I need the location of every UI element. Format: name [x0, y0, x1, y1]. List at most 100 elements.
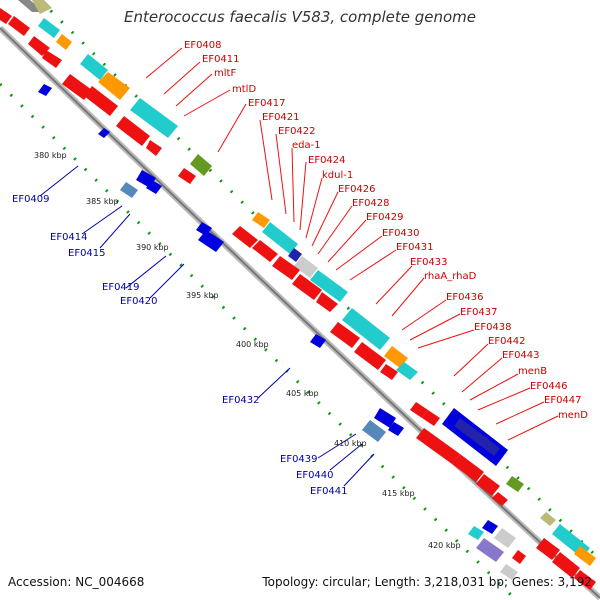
- gene-feature[interactable]: [80, 54, 108, 80]
- gene-feature[interactable]: [454, 418, 500, 456]
- gene-label[interactable]: EF0414: [50, 232, 88, 243]
- gene-label[interactable]: EF0420: [120, 296, 158, 307]
- gene-feature[interactable]: [232, 226, 258, 248]
- gene-label[interactable]: menD: [558, 410, 588, 421]
- gene-feature[interactable]: [38, 18, 60, 38]
- gene-feature[interactable]: [38, 84, 52, 96]
- gene-feature[interactable]: [342, 308, 390, 350]
- gene-feature[interactable]: [316, 292, 338, 312]
- gene-label[interactable]: menB: [518, 366, 547, 377]
- gene-label[interactable]: EF0419: [102, 282, 140, 293]
- gene-feature[interactable]: [574, 546, 596, 566]
- gene-feature[interactable]: [452, 454, 484, 482]
- gene-feature[interactable]: [416, 428, 460, 464]
- gene-feature[interactable]: [178, 168, 196, 184]
- gene-feature[interactable]: [574, 570, 596, 590]
- gene-feature[interactable]: [292, 274, 322, 300]
- gene-label[interactable]: EF0439: [280, 454, 318, 465]
- gene-label[interactable]: EF0428: [352, 198, 390, 209]
- gene-feature[interactable]: [492, 492, 508, 506]
- gene-label[interactable]: EF0431: [396, 242, 434, 253]
- gene-label[interactable]: EF0446: [530, 381, 568, 392]
- gene-feature[interactable]: [190, 154, 212, 176]
- gene-feature[interactable]: [288, 248, 302, 262]
- gene-label[interactable]: rhaA_rhaD: [424, 271, 477, 282]
- gene-feature[interactable]: [380, 364, 398, 380]
- gene-feature[interactable]: [310, 270, 348, 302]
- gene-feature[interactable]: [98, 128, 110, 138]
- gene-feature[interactable]: [84, 86, 118, 116]
- gene-feature[interactable]: [120, 182, 138, 198]
- gene-feature[interactable]: [410, 402, 428, 418]
- gene-feature[interactable]: [252, 212, 270, 228]
- gene-feature[interactable]: [330, 322, 360, 348]
- gene-label[interactable]: EF0436: [446, 292, 484, 303]
- gene-label[interactable]: EF0411: [202, 54, 240, 65]
- gene-feature[interactable]: [512, 550, 526, 564]
- gene-label[interactable]: EF0408: [184, 40, 222, 51]
- gene-feature[interactable]: [388, 422, 404, 436]
- gene-feature[interactable]: [500, 564, 518, 580]
- gene-feature[interactable]: [272, 256, 300, 280]
- gene-feature[interactable]: [62, 74, 92, 100]
- gene-feature[interactable]: [374, 408, 396, 428]
- gene-feature[interactable]: [8, 16, 30, 36]
- gene-label[interactable]: EF0447: [544, 395, 582, 406]
- gene-label[interactable]: EF0440: [296, 470, 334, 481]
- gene-feature[interactable]: [42, 50, 62, 68]
- gene-label[interactable]: EF0430: [382, 228, 420, 239]
- gene-label[interactable]: kdul-1: [322, 170, 353, 181]
- gene-label[interactable]: EF0422: [278, 126, 316, 137]
- gene-feature[interactable]: [252, 240, 278, 262]
- gene-label[interactable]: EF0429: [366, 212, 404, 223]
- gene-label[interactable]: EF0417: [248, 98, 286, 109]
- gene-label[interactable]: EF0426: [338, 184, 376, 195]
- gene-feature[interactable]: [362, 420, 386, 442]
- gene-feature[interactable]: [28, 36, 50, 56]
- gene-feature[interactable]: [310, 334, 326, 348]
- gene-label[interactable]: EF0441: [310, 486, 348, 497]
- gene-feature[interactable]: [56, 34, 72, 50]
- gene-label[interactable]: EF0433: [410, 257, 448, 268]
- gene-label[interactable]: mtlD: [232, 84, 256, 95]
- gene-feature[interactable]: [422, 410, 440, 426]
- gene-feature[interactable]: [146, 140, 162, 156]
- gene-feature[interactable]: [482, 520, 498, 534]
- gene-feature[interactable]: [146, 180, 162, 194]
- gene-feature[interactable]: [384, 346, 408, 368]
- gene-feature[interactable]: [536, 538, 560, 560]
- gene-feature[interactable]: [294, 256, 318, 278]
- gene-feature[interactable]: [476, 474, 500, 496]
- gene-feature[interactable]: [198, 230, 224, 252]
- gene-feature[interactable]: [116, 116, 150, 146]
- gene-label[interactable]: EF0437: [460, 307, 498, 318]
- gene-label[interactable]: EF0415: [68, 248, 106, 259]
- forward-callouts: [145, 47, 559, 441]
- gene-feature[interactable]: [540, 512, 556, 526]
- gene-label[interactable]: EF0409: [12, 194, 50, 205]
- gene-feature[interactable]: [396, 362, 418, 380]
- gene-feature[interactable]: [476, 538, 504, 562]
- gene-feature[interactable]: [354, 342, 386, 370]
- gene-feature[interactable]: [130, 98, 178, 138]
- tick-track-inner: [0, 82, 518, 600]
- genome-info-label: Topology: circular; Length: 3,218,031 bp…: [262, 575, 592, 589]
- gene-label[interactable]: EF0442: [488, 336, 526, 347]
- gene-feature[interactable]: [494, 528, 516, 548]
- gene-label[interactable]: EF0443: [502, 350, 540, 361]
- gene-feature[interactable]: [552, 552, 580, 578]
- gene-label[interactable]: EF0432: [222, 395, 260, 406]
- gene-feature[interactable]: [468, 526, 484, 540]
- gene-feature[interactable]: [98, 72, 130, 100]
- gene-feature[interactable]: [32, 0, 52, 14]
- gene-feature[interactable]: [262, 222, 298, 254]
- gene-label[interactable]: eda-1: [292, 140, 321, 151]
- gene-feature[interactable]: [0, 8, 12, 24]
- gene-label[interactable]: mltF: [214, 68, 236, 79]
- gene-label[interactable]: EF0438: [474, 322, 512, 333]
- gene-label[interactable]: EF0424: [308, 155, 346, 166]
- gene-label[interactable]: EF0421: [262, 112, 300, 123]
- gene-feature[interactable]: [506, 476, 524, 492]
- reverse-features: [38, 84, 526, 580]
